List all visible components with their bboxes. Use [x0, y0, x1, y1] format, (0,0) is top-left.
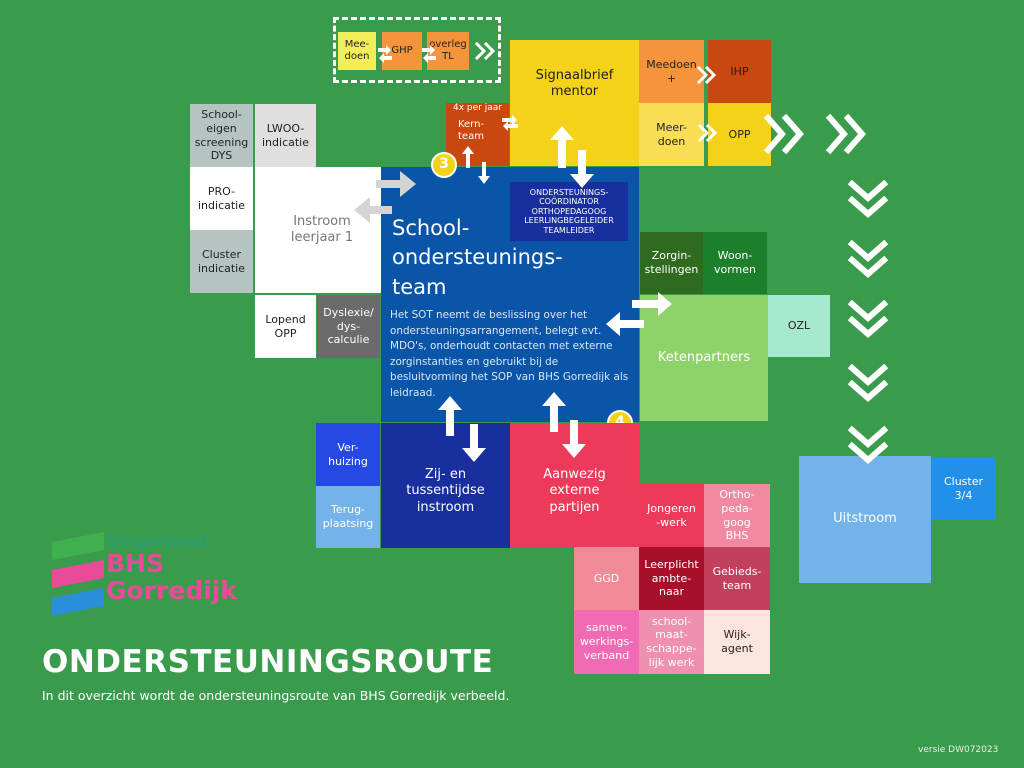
dyslexie-box: Dyslexie/ dys- calculie	[317, 295, 380, 358]
logo-line2: BHS	[106, 549, 164, 578]
opp-box: OPP	[708, 103, 771, 166]
down-chevron-2	[847, 195, 889, 218]
version-label: versie DW072023	[918, 745, 999, 755]
zij-instroom-box: Zij- en tussentijdse instroom	[381, 423, 510, 548]
orthopedagoog-box: Ortho- peda- goog BHS	[704, 484, 770, 547]
page-title: ONDERSTEUNINGSROUTE	[42, 644, 494, 680]
cluster-34-box: Cluster 3/4	[931, 457, 996, 520]
lwoo-box: LWOO- indicatie	[255, 104, 316, 167]
wijkagent-box: Wijk- agent	[704, 610, 770, 674]
woonvormen-box: Woon- vormen	[703, 232, 767, 294]
sot-title: School- ondersteunings- team	[392, 215, 563, 299]
verhuizing-box: Ver- huizing	[316, 423, 380, 486]
ozl-box: OZL	[768, 295, 830, 357]
sot-description: Het SOT neemt de beslissing over het ond…	[390, 309, 629, 400]
down-chevron-9	[847, 425, 889, 448]
screening-box: School- eigen screening DYS	[190, 104, 253, 167]
down-chevron-8	[847, 379, 889, 402]
uitstroom-box: Uitstroom	[799, 456, 931, 583]
aanwezig-externe-box: Aanwezig externe partijen	[510, 423, 639, 548]
jongerenwerk-box: Jongeren -werk	[639, 484, 704, 547]
terugplaatsing-box: Terug- plaatsing	[316, 486, 380, 548]
leerplicht-box: Leerplicht ambte- naar	[639, 547, 704, 610]
kernteam-note: 4x per jaar	[453, 103, 502, 114]
schoolmaatschappelijk-box: school- maat- schappe- lijk werk	[639, 610, 704, 674]
page-subtitle: In dit overzicht wordt de ondersteunings…	[42, 688, 510, 703]
logo-line1: Singelland	[106, 532, 208, 552]
cluster-indicatie-box: Cluster indicatie	[190, 230, 253, 293]
ketenpartners-box: Ketenpartners	[640, 295, 768, 421]
down-chevron-6	[847, 315, 889, 338]
meer-doen-box: Meer- doen	[639, 103, 704, 166]
ggd-box: GGD	[574, 547, 639, 610]
pro-box: PRO- indicatie	[190, 167, 253, 230]
right-chevron-3	[825, 113, 848, 155]
down-chevron-3	[847, 239, 889, 262]
gebiedsteam-box: Gebieds- team	[704, 547, 770, 610]
step-3-circle: 3	[431, 152, 457, 178]
down-chevron-7	[847, 363, 889, 386]
samenwerkingsverband-box: samen- werkings- verband	[574, 610, 639, 674]
right-chevron-4	[843, 113, 866, 155]
kernteam-label: Kern- team	[457, 118, 485, 143]
ihp-box: IHP	[708, 40, 771, 103]
coordinators-box: ONDERSTEUNINGS- COÖRDINATOR ORTHOPEDAGOO…	[510, 182, 628, 241]
signaalbrief-box: Signaalbrief mentor	[510, 40, 639, 166]
down-chevron-1	[847, 179, 889, 202]
down-chevron-5	[847, 299, 889, 322]
logo-icon	[52, 532, 104, 616]
instroom-box: Instroom leerjaar 1	[255, 167, 381, 293]
top-process-box	[333, 17, 501, 83]
meedoen-plus-box: Meedoen +	[639, 40, 704, 103]
down-chevron-4	[847, 255, 889, 278]
meedoen-box: Mee- doen	[338, 32, 376, 70]
logo-line3: Gorredijk	[106, 576, 237, 605]
lopend-opp-box: Lopend OPP	[255, 295, 316, 358]
right-chevron-2	[781, 113, 804, 155]
kernteam-box	[446, 103, 509, 166]
overleg-tl-box: overleg TL	[427, 32, 469, 70]
ghp-box: GHP	[382, 32, 422, 70]
zorginstellingen-box: Zorgin- stellingen	[640, 232, 703, 294]
